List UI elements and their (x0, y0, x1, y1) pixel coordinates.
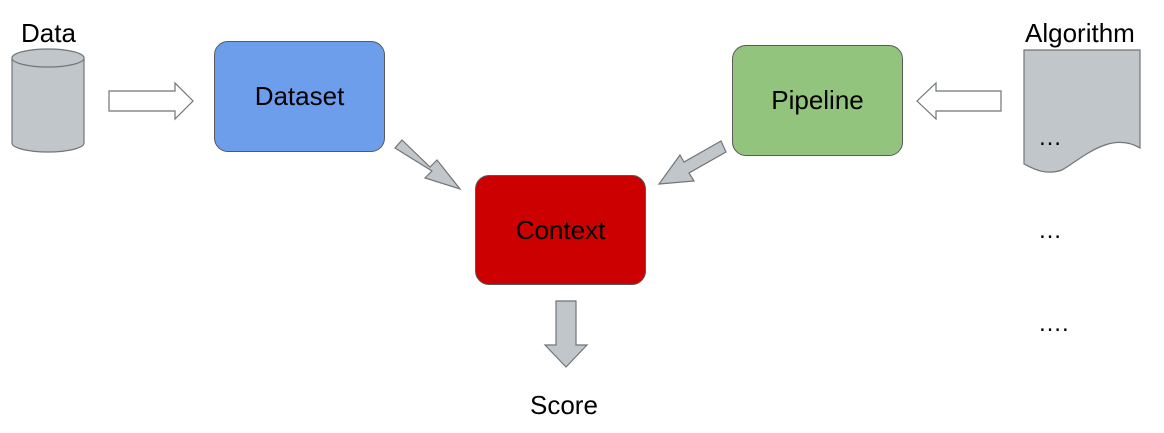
document-icon (1023, 49, 1141, 173)
context-box-label: Context (515, 214, 606, 245)
database-cylinder-icon (11, 48, 85, 153)
dataset-box-label: Dataset (254, 81, 345, 111)
dataset-box: Dataset (214, 41, 385, 152)
document-line: … (1038, 124, 1062, 151)
pipeline-box: Pipeline (732, 45, 903, 156)
data-to-dataset-arrow (108, 81, 194, 121)
algorithm-label: Algorithm (1025, 18, 1135, 48)
data-label: Data (21, 18, 76, 48)
algorithm-to-pipeline-arrow (916, 81, 1002, 121)
algorithm-document-lines: … … …. (1038, 60, 1069, 370)
score-label: Score (530, 390, 598, 420)
dataset-to-context-arrow (394, 139, 462, 191)
pipeline-box-label: Pipeline (771, 85, 864, 115)
pipeline-to-context-arrow (657, 140, 727, 185)
context-to-score-arrow (543, 300, 589, 368)
document-line: … (1038, 217, 1062, 244)
document-line: …. (1038, 310, 1069, 337)
context-box: Context (475, 175, 646, 285)
